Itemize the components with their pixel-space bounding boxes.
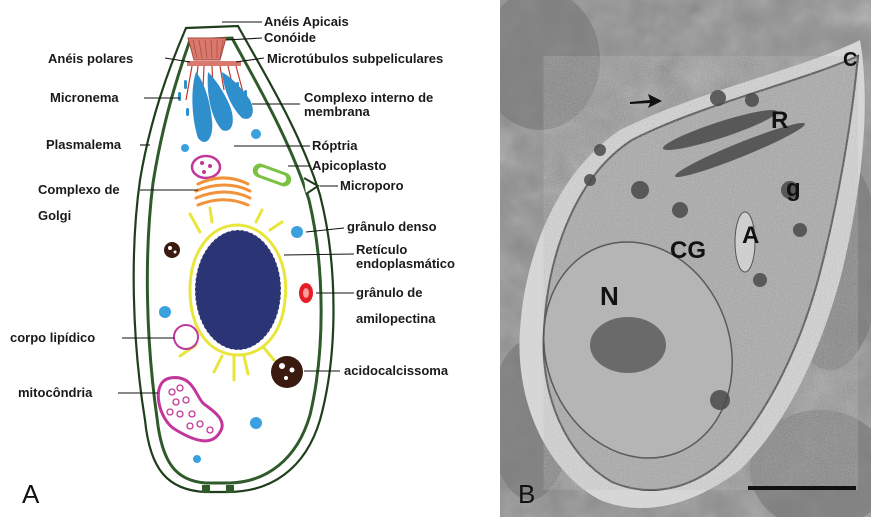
panel-b-micrograph: C R g A CG N B: [480, 0, 871, 517]
label-granulo-denso: grânulo denso: [347, 219, 437, 234]
label-conoide: Conóide: [264, 30, 316, 45]
em-label-a: A: [742, 222, 759, 249]
label-golgi-1: Complexo de: [38, 182, 120, 197]
label-complexo-interno-2: membrana: [304, 104, 371, 119]
label-apicoplasto: Apicoplasto: [312, 158, 386, 173]
label-corpo-lipidico: corpo lipídico: [10, 330, 95, 345]
lipid-body: [174, 325, 198, 349]
label-microtubulos: Microtúbulos subpeliculares: [267, 51, 443, 66]
em-label-r: R: [771, 107, 788, 134]
amylopectin-granule: [299, 283, 313, 303]
label-golgi-2: Golgi: [38, 208, 71, 223]
em-label-c: C: [843, 49, 857, 71]
scale-bar: [748, 486, 856, 490]
posterior-mark-left: [202, 485, 210, 493]
acidocalcisome: [271, 356, 303, 388]
label-plasmalema: Plasmalema: [46, 137, 122, 152]
label-reticulo-2: endoplasmático: [356, 256, 455, 271]
posterior-mark-right: [226, 485, 234, 493]
label-aneis-apicais: Anéis Apicais: [264, 14, 349, 29]
label-aneis-polares: Anéis polares: [48, 51, 133, 66]
label-amilopectina-1: grânulo de: [356, 285, 422, 300]
label-roptria: Róptria: [312, 138, 358, 153]
acidocalcisome-small: [164, 242, 180, 258]
panel-a-letter: A: [22, 479, 40, 509]
label-micronema: Micronema: [50, 90, 119, 105]
panel-a-schematic: Anéis Apicais Conóide Anéis polares Micr…: [10, 14, 455, 509]
em-label-n: N: [600, 281, 619, 311]
vesicle-purple: [192, 156, 220, 178]
panel-b-letter: B: [518, 479, 535, 509]
label-complexo-interno-1: Complexo interno de: [304, 90, 433, 105]
label-amilopectina-2: amilopectina: [356, 311, 436, 326]
em-label-g: g: [786, 175, 801, 202]
em-label-cg: CG: [670, 237, 706, 264]
label-mitocondria: mitocôndria: [18, 385, 93, 400]
label-reticulo-1: Retículo: [356, 242, 407, 257]
polar-rings: [187, 61, 241, 66]
label-microporo: Microporo: [340, 178, 404, 193]
label-acidocalcissoma: acidocalcissoma: [344, 363, 449, 378]
